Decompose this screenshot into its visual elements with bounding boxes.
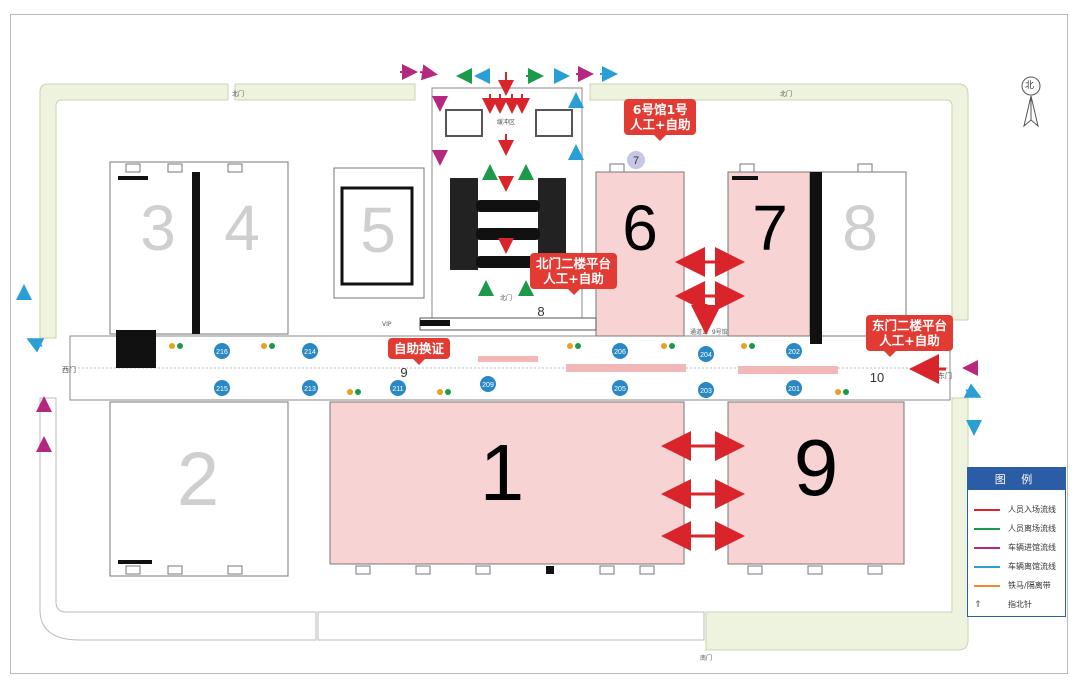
hall-8-label: 8: [842, 192, 878, 264]
legend-item-vehicle-out: 车辆离馆流线: [974, 561, 1056, 572]
legend-barrier-line-icon: [974, 584, 1000, 587]
hall-1-label: 1: [480, 428, 525, 517]
legend-compass-icon: ⇑: [974, 599, 982, 610]
room-202: 202: [788, 349, 800, 356]
room-215: 215: [216, 386, 228, 393]
room-201: 201: [788, 386, 800, 393]
vip-label: VIP: [382, 321, 392, 328]
marker-9: 9: [400, 365, 407, 380]
legend-label: 人员离场流线: [1008, 524, 1056, 533]
legend-magenta-arrow-icon: [974, 546, 1000, 549]
room-213: 213: [304, 386, 316, 393]
north-gate-right-label: 北门: [780, 90, 792, 98]
south-gate-label: 南门: [700, 654, 712, 662]
legend-red-arrow-icon: [974, 508, 1000, 511]
callout-self-service: 自助换证: [388, 338, 451, 365]
callout-hall6-line2: 人工+自助: [630, 117, 691, 132]
hall-5-label: 5: [360, 194, 396, 266]
callout-self-line1: 自助换证: [394, 341, 445, 356]
ring-road-top-mid: [234, 83, 416, 101]
north-flow-arrows: [400, 64, 618, 296]
hall-1-block: [329, 401, 685, 565]
callout-north-platform: 北门二楼平台 人工+自助: [530, 253, 618, 295]
hall-9-label: 9: [794, 423, 839, 512]
marker-10: 10: [870, 370, 884, 385]
compass-label: 北: [1025, 81, 1035, 91]
buffer-zone-label: 缓冲区: [497, 118, 515, 126]
legend-label: 铁马/隔离带: [1008, 581, 1051, 590]
callout-east-platform: 东门二楼平台 人工+自助: [866, 315, 954, 357]
legend-title: 图 例: [968, 468, 1065, 490]
north-gate-center-label: 北门: [500, 294, 512, 302]
hall-3-label: 3: [140, 192, 176, 264]
callout-hall6-checkpoint: 6号馆1号 人工+自助: [624, 99, 697, 141]
room-205: 205: [614, 386, 626, 393]
hall-2-label: 2: [177, 437, 219, 522]
callout-east-line1: 东门二楼平台: [872, 318, 948, 333]
side-flow-arrows: [16, 284, 982, 452]
marker-8: 8: [537, 304, 544, 319]
north-gate-left-label: 北门: [232, 90, 244, 98]
marker-7: 7: [633, 155, 639, 167]
callout-hall6-line1: 6号馆1号: [632, 102, 688, 117]
legend-item-entry: 人员入场流线: [974, 504, 1056, 515]
hall-9-block: [727, 401, 905, 565]
channel-label: 通道1、9号馆: [690, 328, 728, 336]
room-204: 204: [700, 352, 712, 359]
ring-road: [39, 83, 229, 339]
legend-blue-arrow-icon: [974, 565, 1000, 568]
room-badges: 216 215 214 213 211 209 206 205 204 203 …: [214, 343, 802, 398]
callout-east-line2: 人工+自助: [879, 333, 940, 348]
ring-road-sw: [39, 397, 317, 641]
legend-item-compass: ⇑ 指北针: [974, 599, 1032, 610]
legend-green-arrow-icon: [974, 527, 1000, 530]
compass-icon: [1021, 76, 1041, 128]
legend: 图 例 人员入场流线 人员离场流线 车辆进馆流线 车辆离馆流线 铁马/隔离带 ⇑…: [967, 467, 1066, 617]
room-214: 214: [304, 349, 316, 356]
hall-2-block: [109, 401, 289, 577]
service-dots: [169, 343, 849, 395]
hall-connection-arrows: [661, 247, 946, 551]
room-209: 209: [482, 382, 494, 389]
west-gate-label: 西门: [62, 365, 76, 374]
legend-item-exit: 人员离场流线: [974, 523, 1056, 534]
ring-road-south: [705, 397, 969, 651]
legend-label: 车辆进馆流线: [1008, 543, 1056, 552]
callout-north-line1: 北门二楼平台: [536, 256, 612, 271]
room-203: 203: [700, 388, 712, 395]
room-211: 211: [392, 386, 403, 393]
hall-4-label: 4: [224, 192, 260, 264]
compass: 北: [1014, 76, 1048, 136]
legend-label: 车辆离馆流线: [1008, 562, 1056, 571]
room-216: 216: [216, 349, 228, 356]
hall-6-label: 6: [622, 192, 658, 264]
map-frame: [10, 14, 1068, 674]
hall-7-label: 7: [752, 192, 788, 264]
room-206: 206: [614, 349, 626, 356]
callout-north-line2: 人工+自助: [543, 271, 604, 286]
east-gate-label: 东门: [938, 371, 952, 380]
legend-item-vehicle-in: 车辆进馆流线: [974, 542, 1056, 553]
legend-label: 人员入场流线: [1008, 505, 1056, 514]
legend-label: 指北针: [1008, 600, 1032, 609]
checkpoint-markers: 7 8 9 10: [400, 151, 884, 385]
legend-item-barrier: 铁马/隔离带: [974, 580, 1051, 591]
